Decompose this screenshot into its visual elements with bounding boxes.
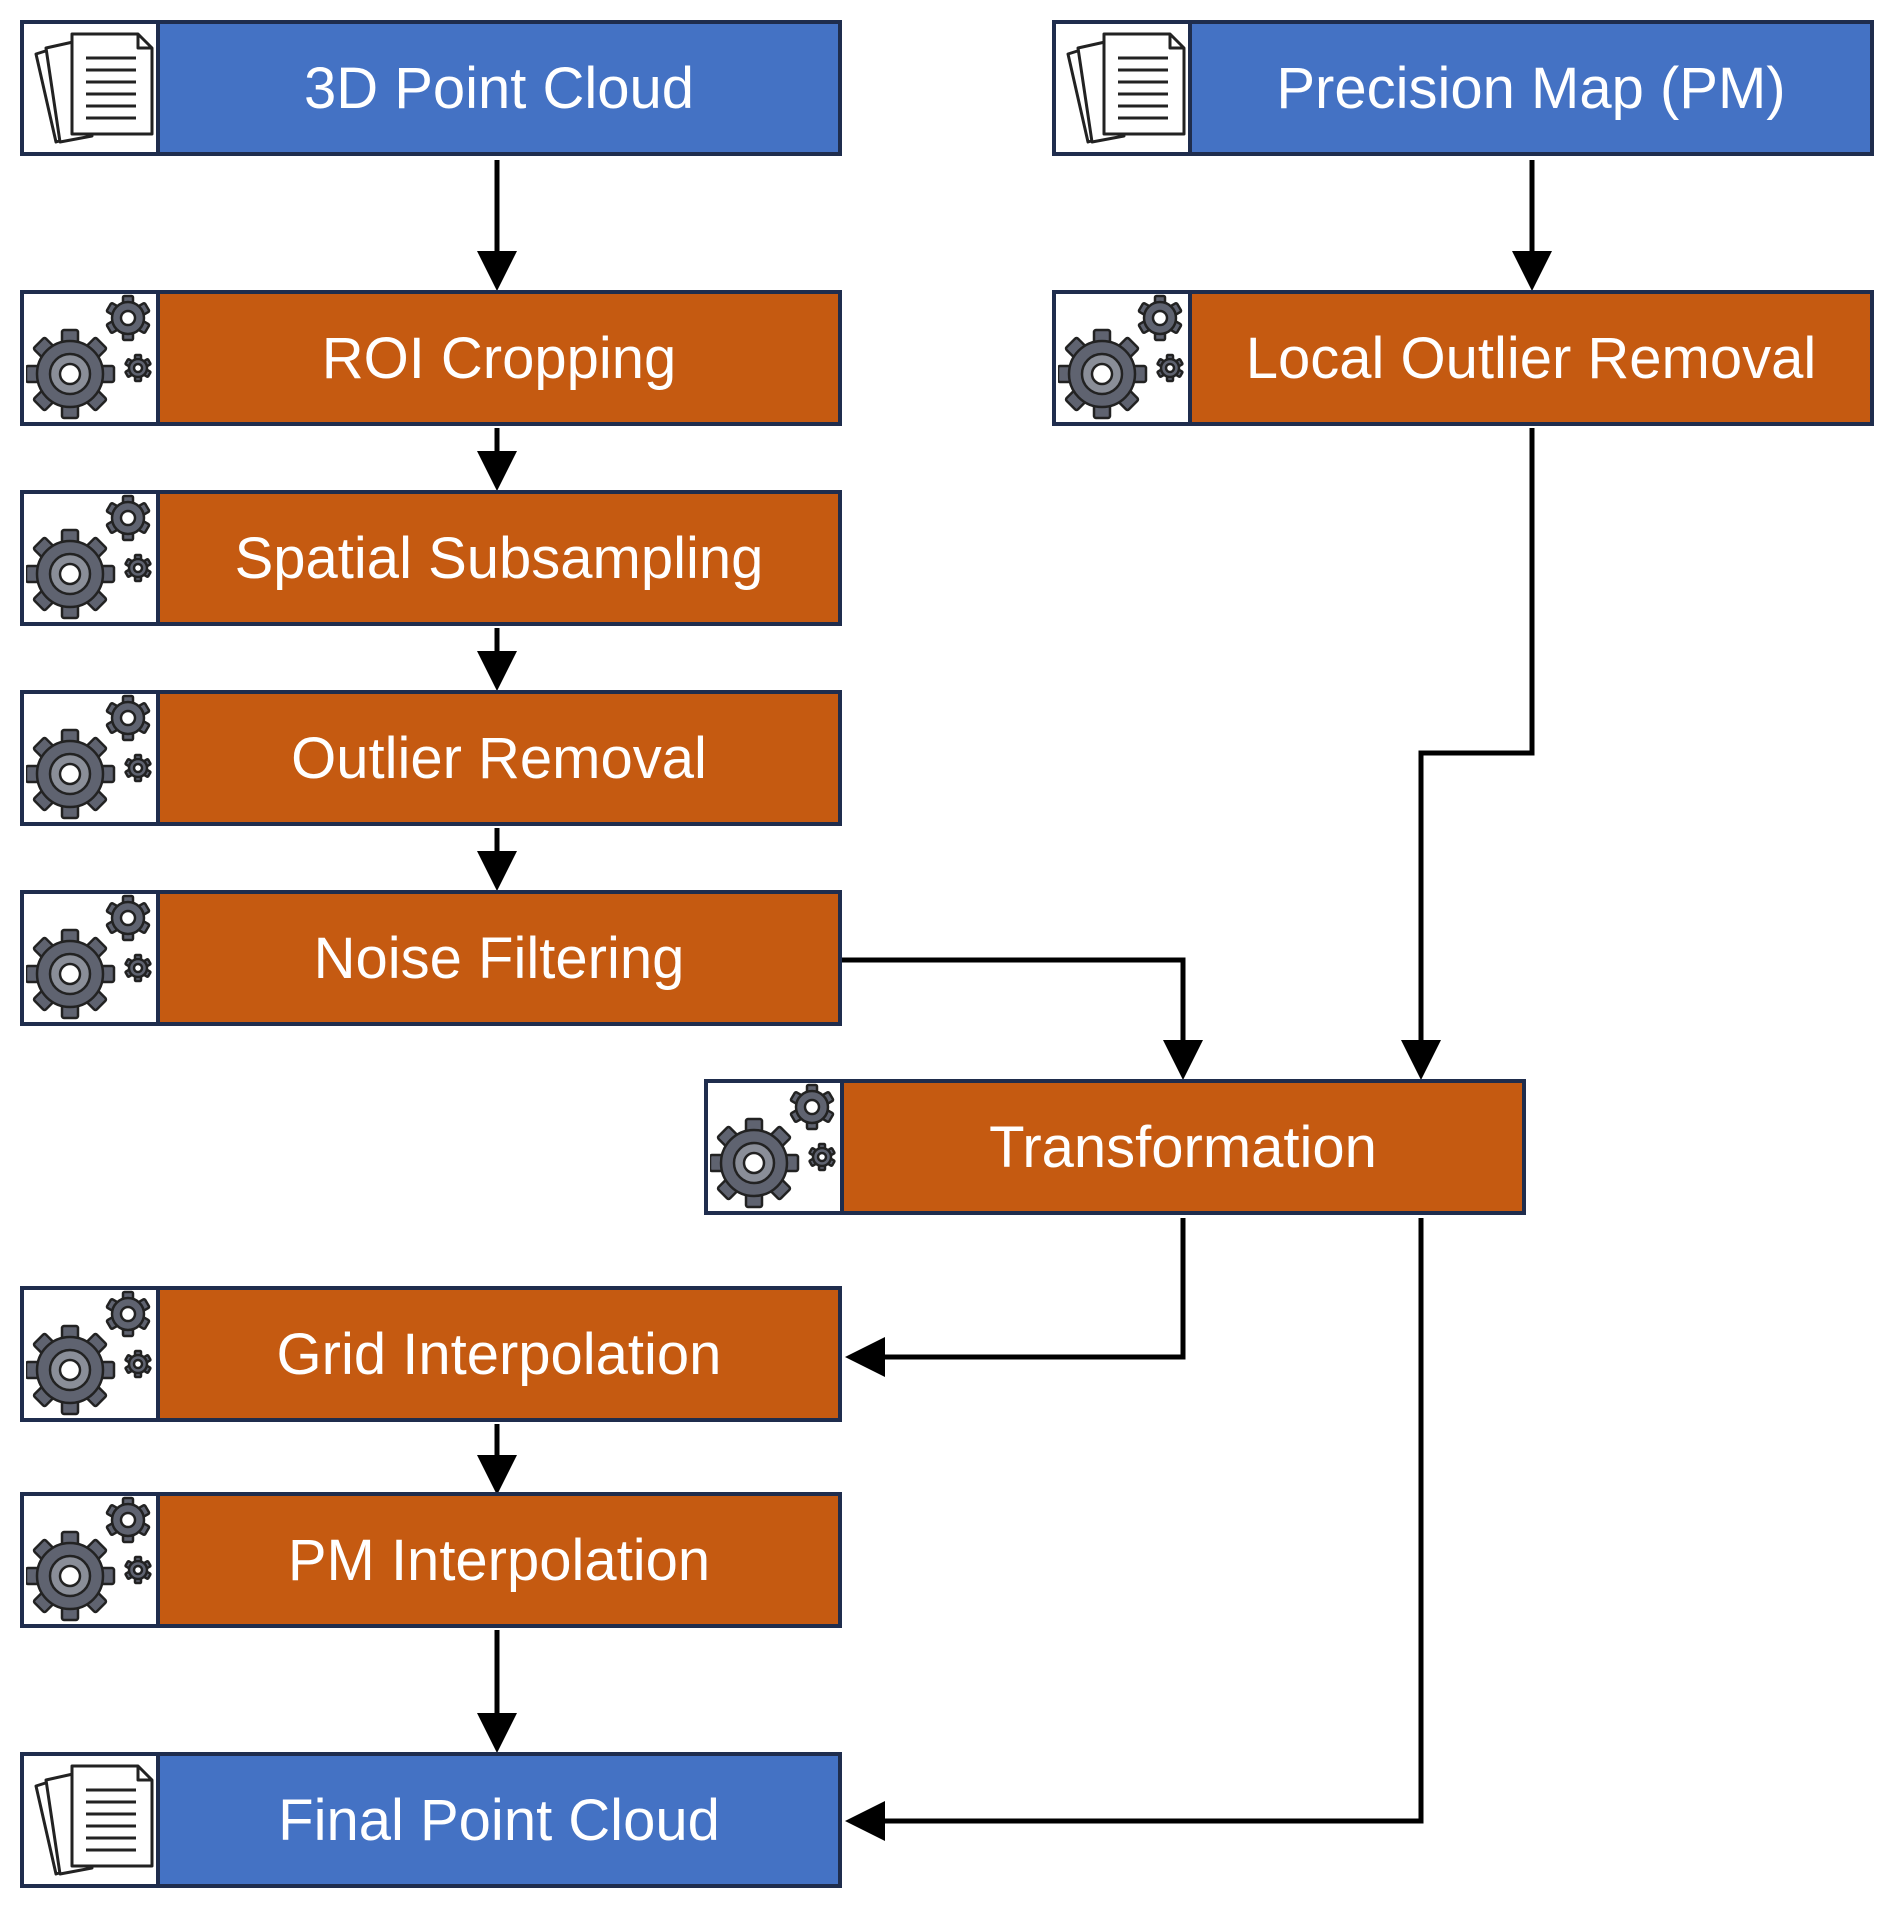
node-label: Outlier Removal [160,694,838,822]
edge-noise-to-transformation [840,957,1203,1080]
gears-icon [710,1083,836,1209]
gears-icon-slot [24,694,160,822]
node-roi-cropping[interactable]: ROI Cropping [20,290,842,426]
gears-icon [26,894,152,1020]
edge-transformation-to-grid [845,1218,1186,1377]
gears-icon-slot [24,294,160,422]
node-label: Spatial Subsampling [160,494,838,622]
node-label: 3D Point Cloud [160,24,838,152]
document-icon-slot [24,1756,160,1884]
node-spatial-subsampling[interactable]: Spatial Subsampling [20,490,842,626]
node-label: Local Outlier Removal [1192,294,1870,422]
node-precision-map[interactable]: Precision Map (PM) [1052,20,1874,156]
node-grid-interpolation[interactable]: Grid Interpolation [20,1286,842,1422]
gears-icon [26,694,152,820]
document-icon [34,1764,154,1876]
gears-icon-slot [24,1496,160,1624]
document-icon-slot [24,24,160,152]
node-outlier-removal[interactable]: Outlier Removal [20,690,842,826]
node-label: Final Point Cloud [160,1756,838,1884]
document-icon-slot [1056,24,1192,152]
gears-icon [26,1290,152,1416]
node-local-outlier-removal[interactable]: Local Outlier Removal [1052,290,1874,426]
document-icon [34,32,154,144]
gears-icon-slot [24,494,160,622]
gears-icon [26,494,152,620]
node-label: ROI Cropping [160,294,838,422]
node-3d-point-cloud[interactable]: 3D Point Cloud [20,20,842,156]
document-icon [1066,32,1186,144]
edge-local-outlier-to-transformation [1401,428,1535,1080]
edge-transformation-to-final [845,1218,1424,1841]
node-transformation[interactable]: Transformation [704,1079,1526,1215]
gears-icon [26,294,152,420]
gears-icon-slot [24,1290,160,1418]
node-noise-filtering[interactable]: Noise Filtering [20,890,842,1026]
gears-icon-slot [1056,294,1192,422]
node-pm-interpolation[interactable]: PM Interpolation [20,1492,842,1628]
node-label: Grid Interpolation [160,1290,838,1418]
gears-icon [26,1496,152,1622]
node-label: Precision Map (PM) [1192,24,1870,152]
node-label: Noise Filtering [160,894,838,1022]
node-label: Transformation [844,1083,1522,1211]
gears-icon-slot [708,1083,844,1211]
gears-icon [1058,294,1184,420]
node-label: PM Interpolation [160,1496,838,1624]
node-final-point-cloud[interactable]: Final Point Cloud [20,1752,842,1888]
gears-icon-slot [24,894,160,1022]
